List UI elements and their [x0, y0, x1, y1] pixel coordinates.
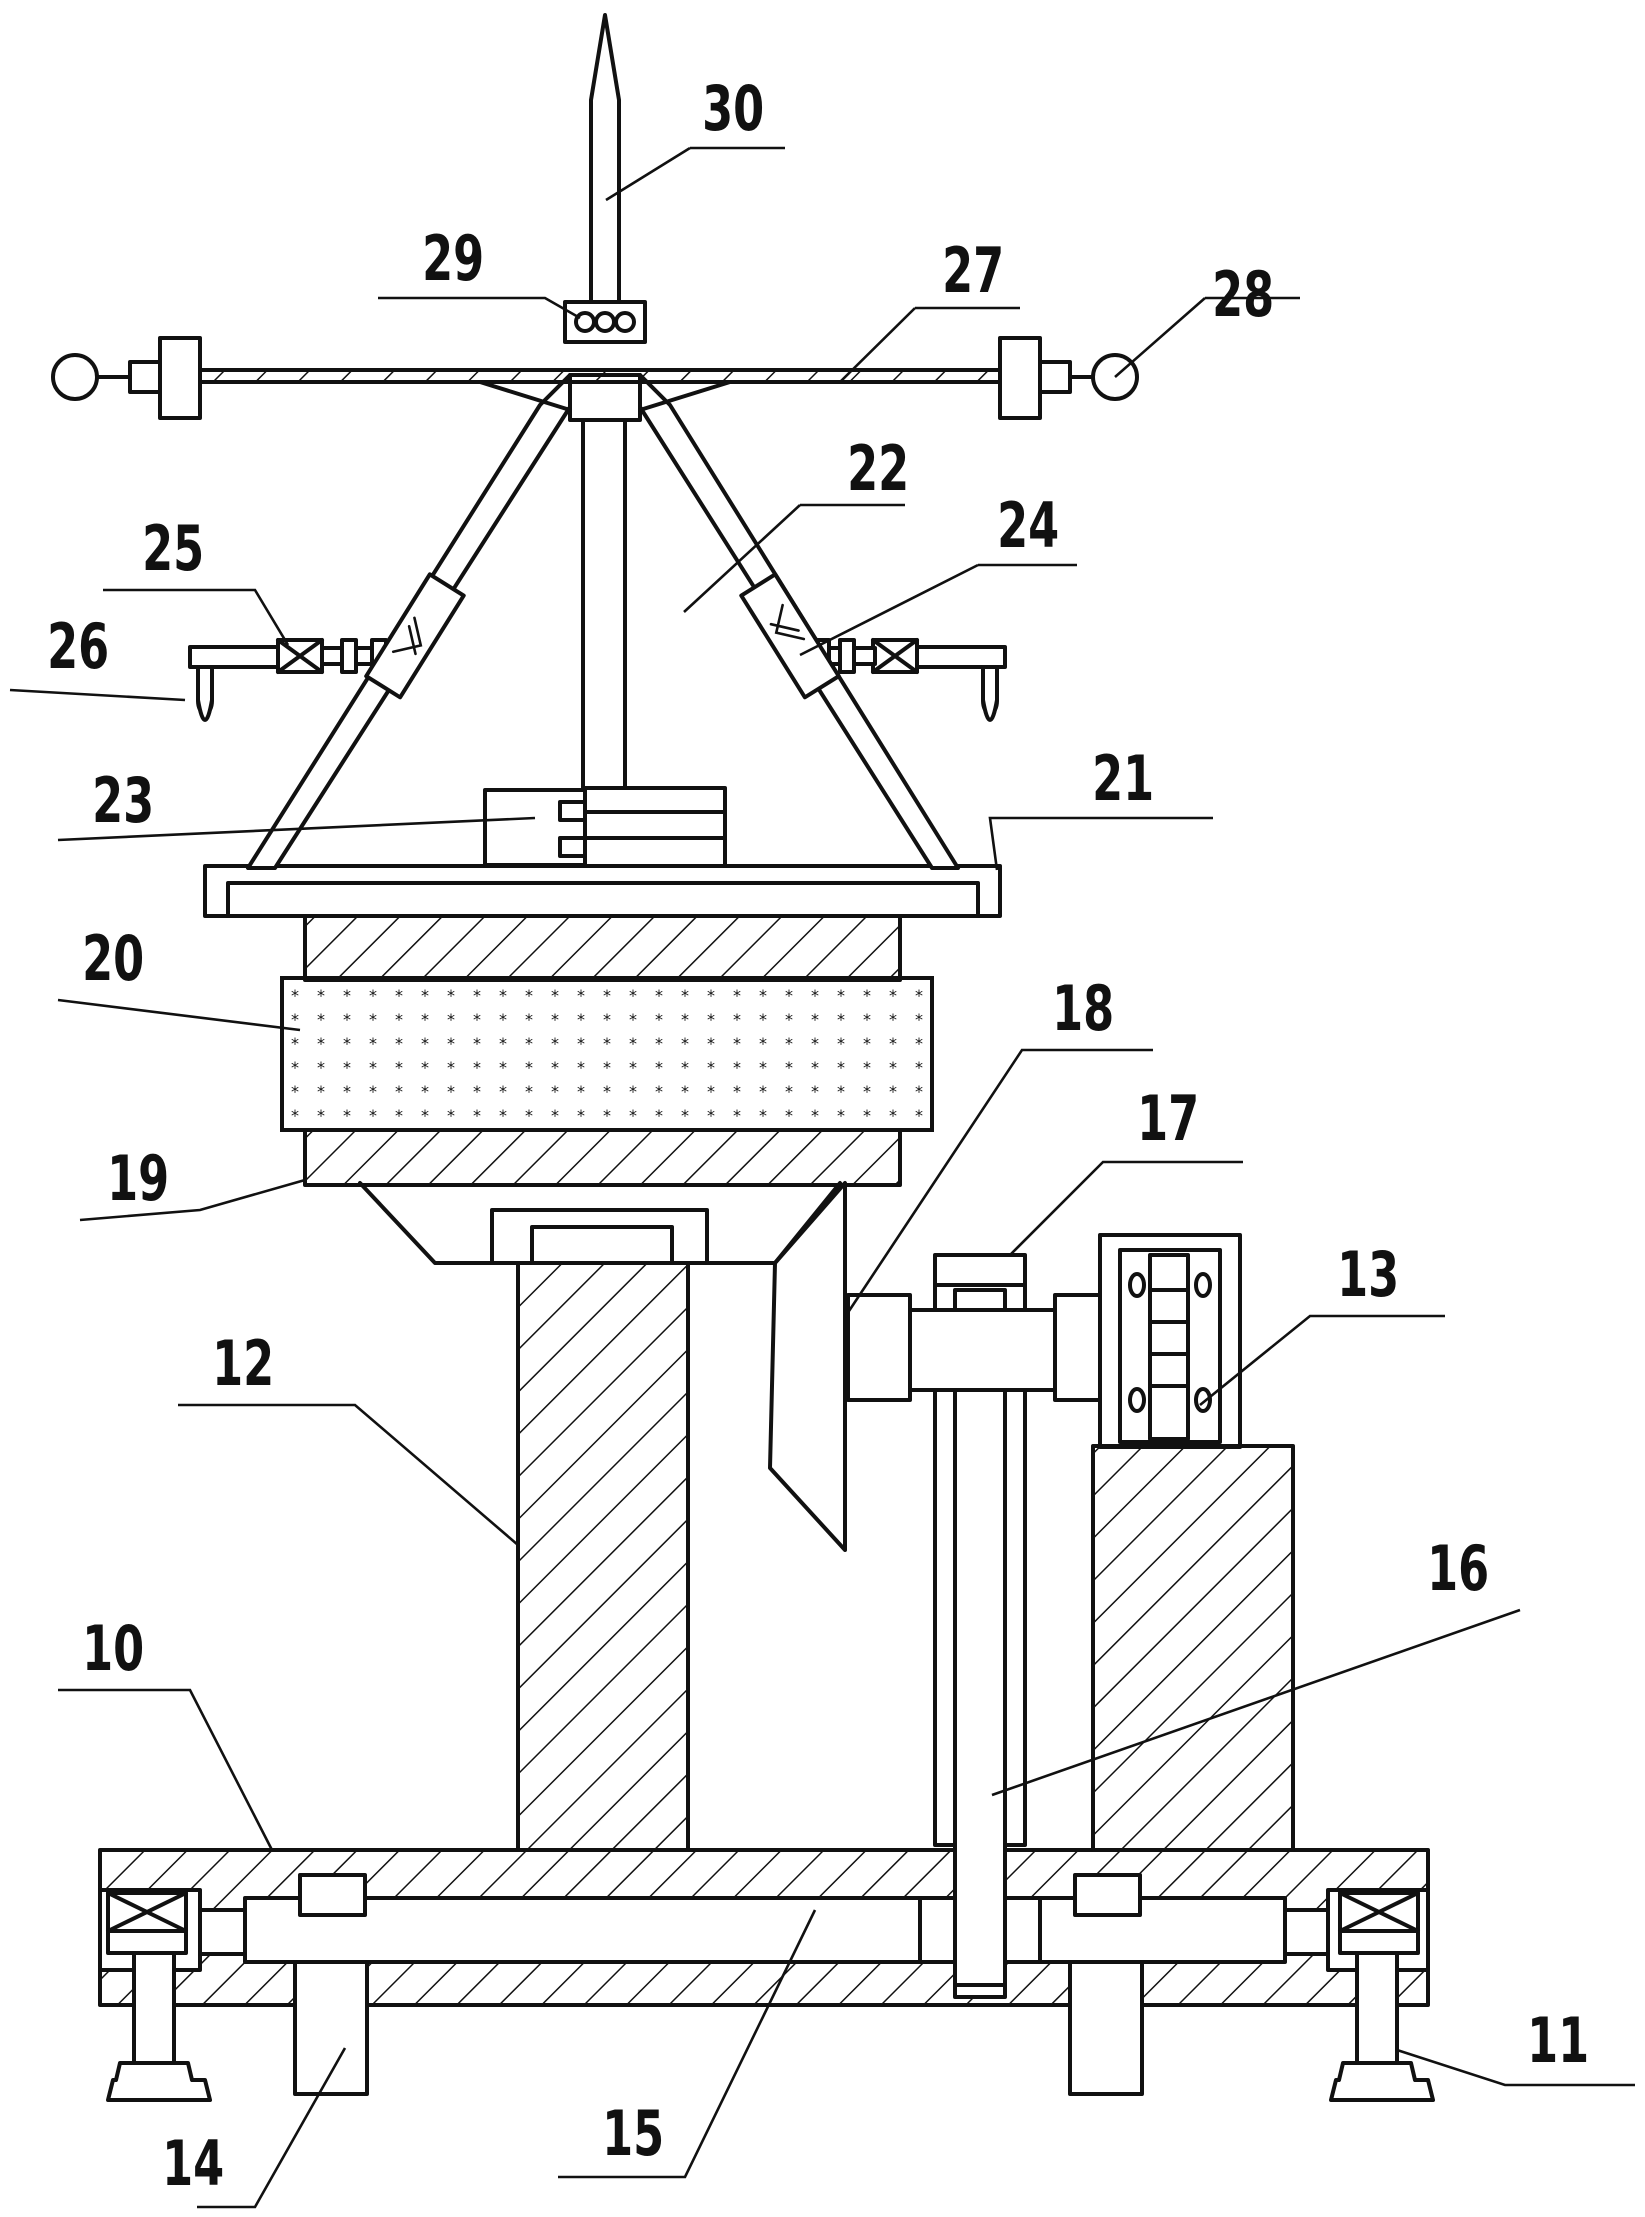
housing	[280, 913, 934, 1187]
left-sensor-arm	[188, 572, 466, 722]
central-column	[490, 1208, 709, 1852]
leveling-foot-right	[1329, 1951, 1435, 2102]
callout-22: 22	[847, 433, 909, 505]
callout-14: 14	[162, 2128, 224, 2200]
leader-lines	[9, 146, 1635, 2209]
bearing-right	[1338, 1891, 1420, 1955]
callout-27: 27	[942, 235, 1004, 307]
callout-17: 17	[1137, 1083, 1199, 1155]
callout-21: 21	[1092, 743, 1154, 815]
callout-29: 29	[422, 223, 484, 295]
side-bracket	[768, 1181, 847, 1552]
right-pillar	[1091, 1444, 1295, 1852]
support-leg-left	[293, 1873, 369, 2096]
callout-18: 18	[1052, 973, 1114, 1045]
callout-10: 10	[82, 1613, 144, 1685]
callout-12: 12	[212, 1328, 274, 1400]
callout-28: 28	[1212, 259, 1274, 331]
support-plate	[203, 864, 1002, 918]
tripod-frame	[246, 300, 960, 870]
callout-16: 16	[1427, 1533, 1489, 1605]
callout-19: 19	[107, 1143, 169, 1215]
callout-25: 25	[142, 513, 204, 585]
bearing-left	[106, 1891, 188, 1955]
control-box	[483, 786, 727, 868]
right-sensor-arm	[739, 572, 1007, 722]
callout-labels: 30 29 27 28 22 24 25 26 23 21 20 18 17 1…	[47, 73, 1589, 2200]
callout-23: 23	[92, 765, 154, 837]
callout-26: 26	[47, 611, 109, 683]
leveling-foot-left	[106, 1951, 212, 2102]
callout-15: 15	[602, 2098, 664, 2170]
horizontal-arm	[846, 1293, 1119, 1402]
callout-20: 20	[82, 923, 144, 995]
callout-13: 13	[1337, 1239, 1399, 1311]
callout-11: 11	[1527, 2005, 1589, 2077]
callout-30: 30	[702, 73, 764, 145]
needle-spike	[589, 13, 621, 304]
support-leg-right	[1068, 1873, 1144, 2096]
callout-24: 24	[997, 490, 1059, 562]
motor-chain-unit	[1098, 1233, 1242, 1449]
